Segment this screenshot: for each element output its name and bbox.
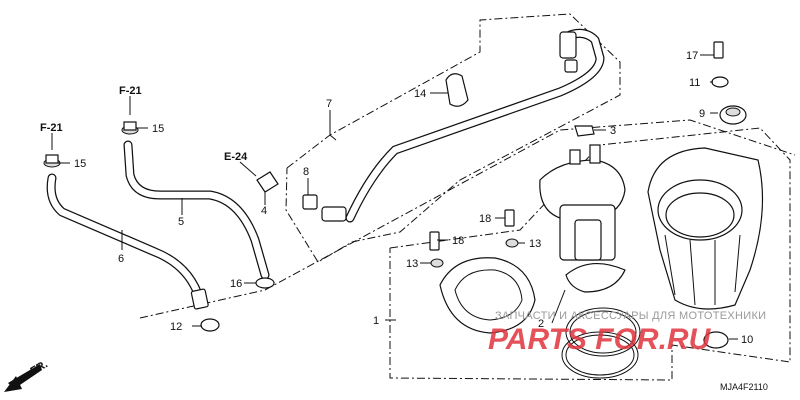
fuel-tank-housing xyxy=(647,41,764,349)
callout-10: 10 xyxy=(741,334,753,346)
callout-6: 6 xyxy=(118,253,124,265)
front-label: FR. xyxy=(29,358,50,377)
hose-5 xyxy=(123,140,270,280)
callout-18b: 18 xyxy=(479,213,491,225)
hose-6 xyxy=(46,173,209,310)
callout-1: 1 xyxy=(373,315,379,327)
callout-2: 2 xyxy=(538,318,544,330)
ref-f21-right: F-21 xyxy=(119,85,142,97)
callout-5: 5 xyxy=(178,216,184,228)
ref-e24: E-24 xyxy=(224,151,248,163)
callout-15b: 15 xyxy=(152,123,164,135)
callout-17: 17 xyxy=(686,50,698,62)
group-frames xyxy=(139,13,796,381)
ref-f21-left: F-21 xyxy=(40,122,63,134)
reference-labels: F-21 F-21 E-24 xyxy=(40,85,248,163)
callout-7: 7 xyxy=(326,98,332,110)
diagram-code: MJA4F2110 xyxy=(720,382,768,392)
hose-7 xyxy=(302,28,605,223)
callout-labels: 1 2 3 4 5 6 7 8 9 10 11 12 13 13 14 15 1… xyxy=(74,50,753,346)
watermark-tagline: ЗАПЧАСТИ И АКСЕССУАРЫ ДЛЯ МОТОТЕХНИКИ xyxy=(495,310,766,322)
callout-9: 9 xyxy=(699,108,705,120)
front-direction-arrow: FR. xyxy=(4,358,50,392)
callout-12: 12 xyxy=(170,321,182,333)
fuel-pump-assembly xyxy=(539,144,626,293)
callout-3: 3 xyxy=(610,125,616,137)
callout-16: 16 xyxy=(230,278,242,290)
callout-13a: 13 xyxy=(406,258,418,270)
callout-15a: 15 xyxy=(74,158,86,170)
callout-14: 14 xyxy=(414,88,426,100)
callout-4: 4 xyxy=(261,205,267,217)
callout-11: 11 xyxy=(689,77,700,89)
leader-lines xyxy=(51,54,738,340)
callout-8: 8 xyxy=(303,166,309,178)
watermark: ЗАПЧАСТИ И АКСЕССУАРЫ ДЛЯ МОТОТЕХНИКИ PA… xyxy=(488,310,766,356)
callout-18a: 18 xyxy=(452,235,464,247)
seals-and-bolts xyxy=(429,209,641,379)
watermark-logo: PARTS FOR.RU xyxy=(488,323,712,356)
callout-13b: 13 xyxy=(529,238,541,250)
